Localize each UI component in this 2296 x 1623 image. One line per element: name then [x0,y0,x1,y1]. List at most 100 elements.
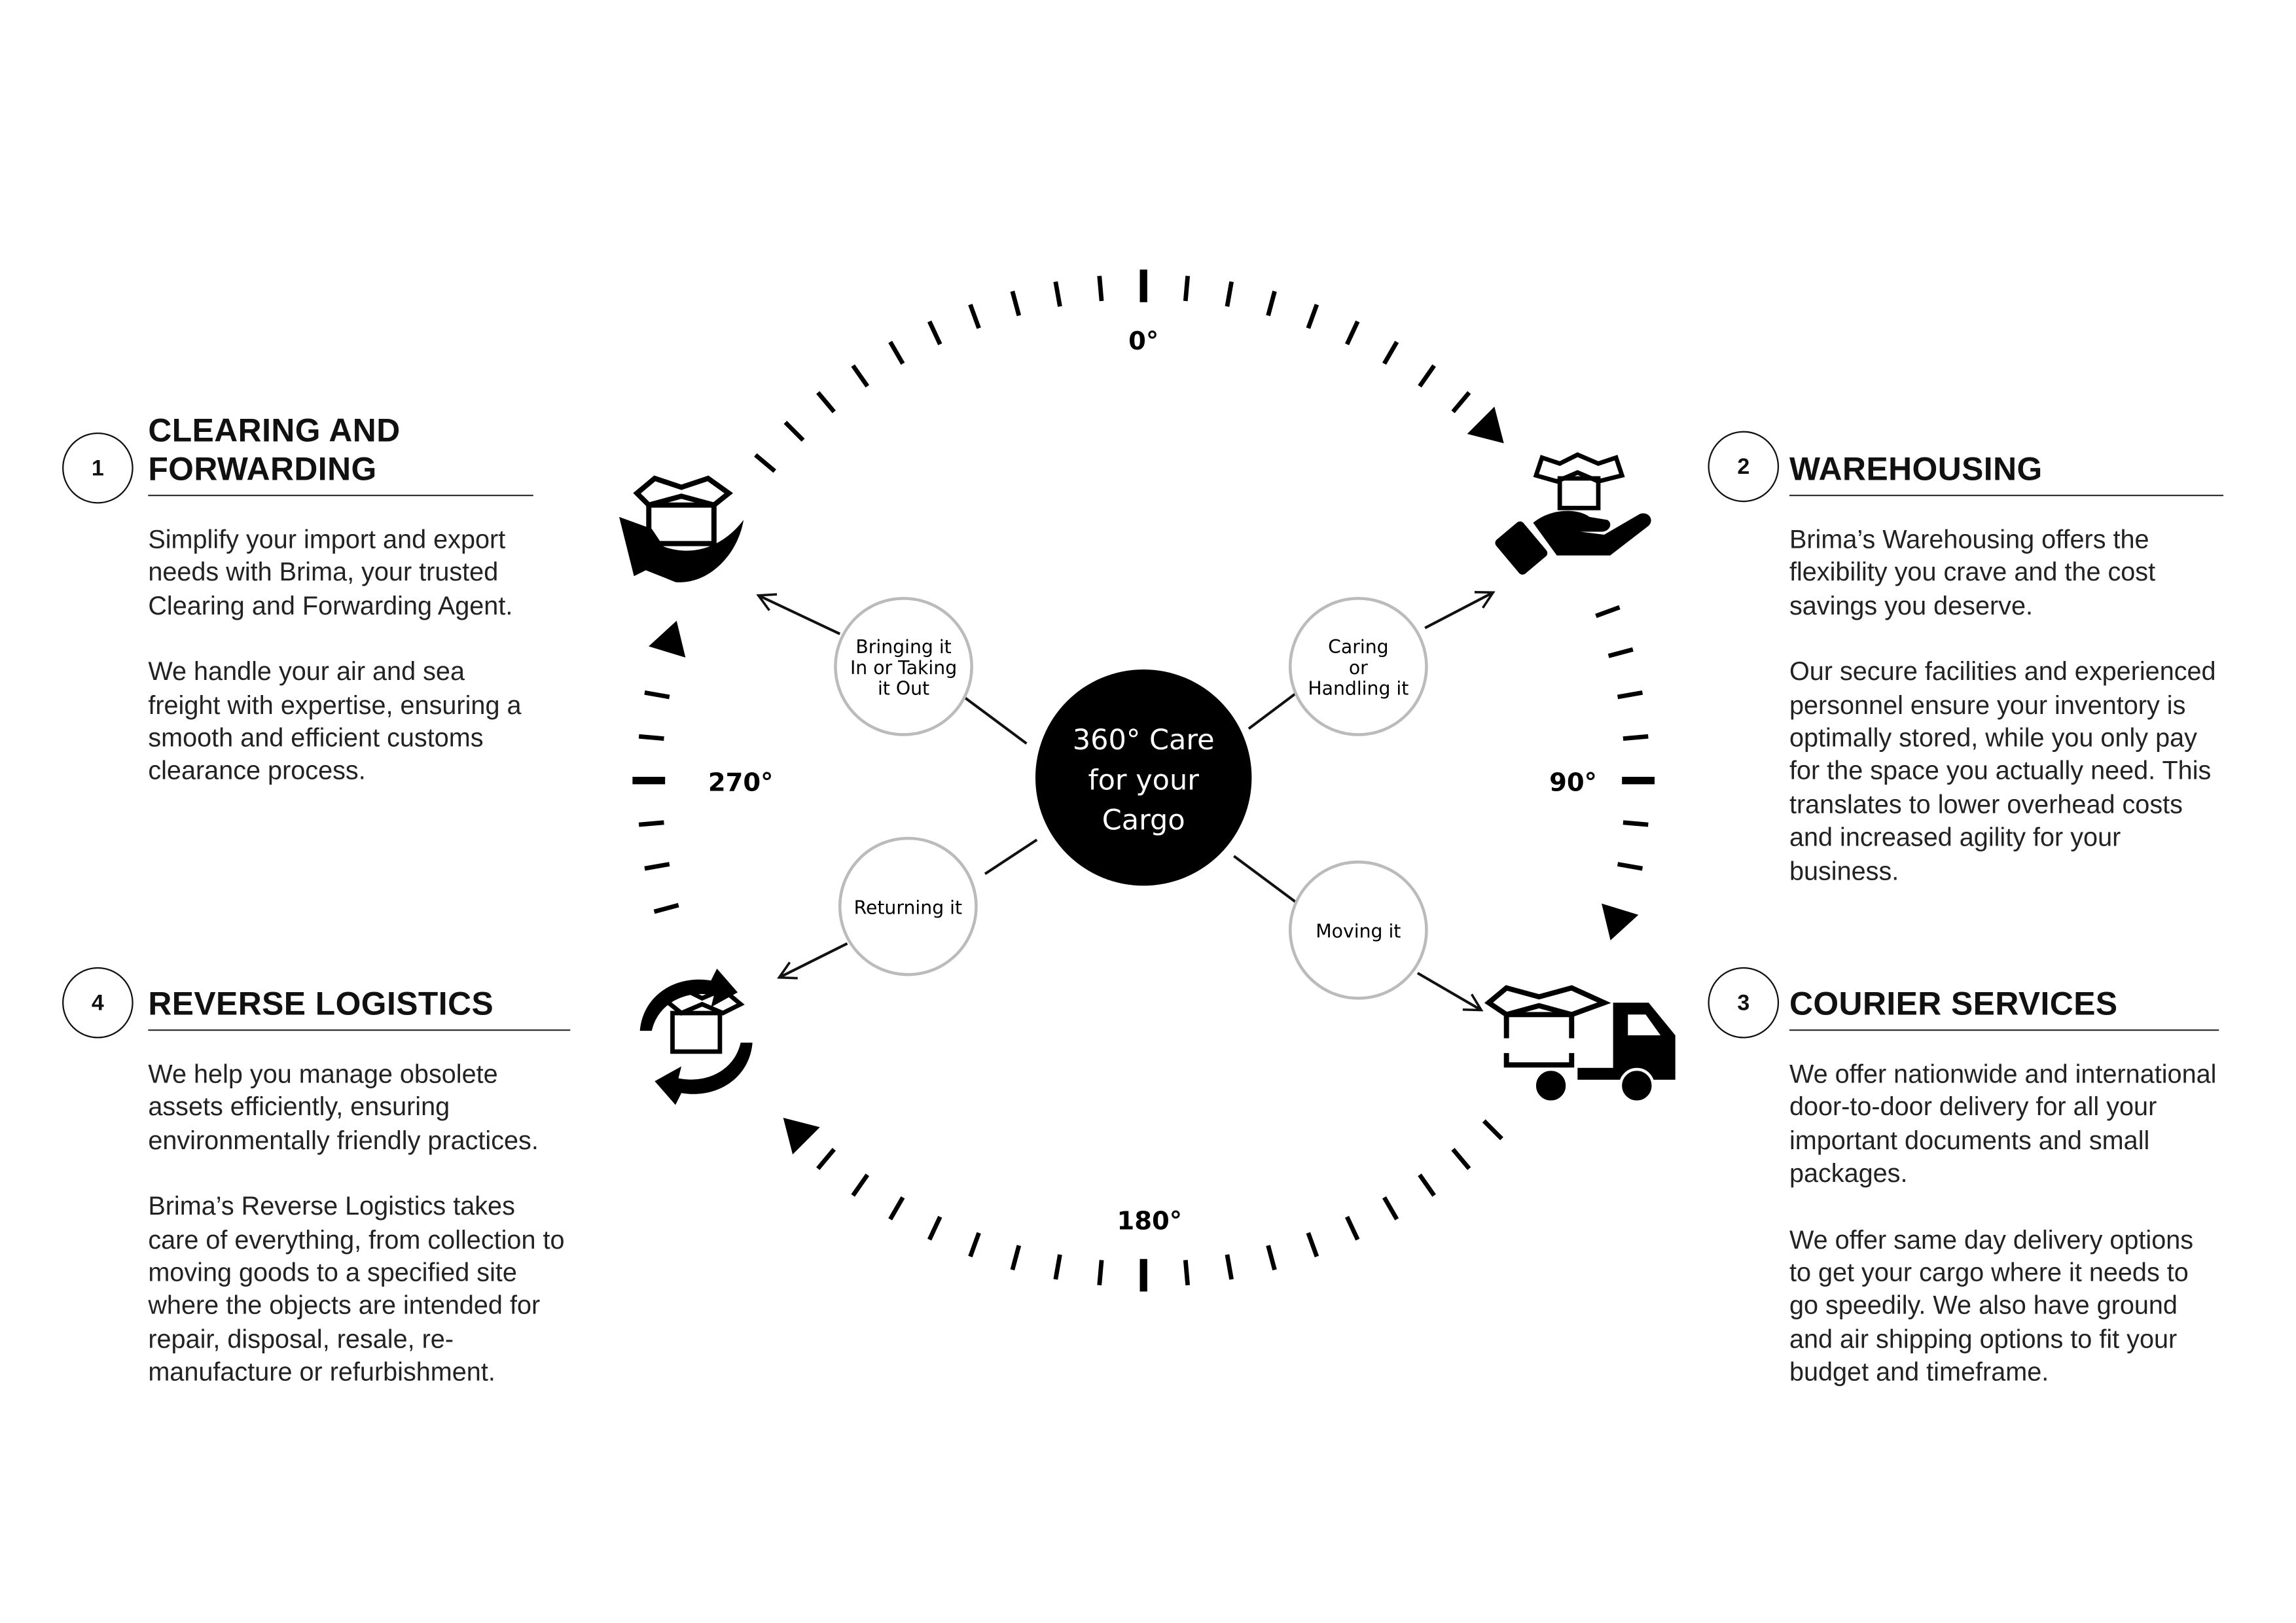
dial-tick [1097,276,1104,302]
node-text: Returning it [854,897,963,918]
dial-tick [1344,1215,1360,1241]
section-paragraph: Brima’s Reverse Logistics takes care of … [148,1191,565,1387]
dial-tick [888,1196,905,1221]
node-moving: Moving it [1288,860,1428,1000]
hand-holding-box-icon [1495,452,1651,575]
center-text-line: Cargo [1102,804,1185,836]
dial-tick [638,820,664,827]
node-text: Handling it [1308,677,1408,699]
node-text: Caring [1328,636,1388,658]
dial-tick [1418,1173,1436,1197]
arrow-to-clearing [756,593,841,635]
dial-tick [1451,391,1471,414]
dial-tick [1306,304,1319,329]
node-text: Moving it [1316,921,1401,942]
dial-tick [1225,281,1234,307]
dial-tick [851,364,870,388]
dial-tick [1010,1245,1022,1271]
dial-tick [1183,276,1191,302]
connector-line [984,838,1038,875]
dial-tick [927,320,942,346]
section-paragraph: We help you manage obsolete assets effic… [148,1059,539,1155]
dial-tick [927,1215,942,1241]
node-text: Bringing it [855,636,951,658]
dial-tick [1482,1119,1503,1141]
dial-tick [1382,1196,1399,1221]
dial-tick [1382,340,1399,365]
section-courier-services: COURIER SERVICES We offer nationwide and… [1789,985,2219,1389]
section-title: REVERSE LOGISTICS [148,985,571,1031]
dial-tick [1053,281,1062,307]
section-paragraph: We offer same day delivery options to ge… [1789,1224,2194,1387]
dial-tick [968,1232,981,1258]
dial-tick [754,453,776,473]
arrow-to-warehousing [1424,590,1496,630]
dial-tick [1623,734,1649,741]
section-reverse-logistics: REVERSE LOGISTICS We help you manage obs… [148,985,571,1389]
dial-tick [1097,1260,1104,1286]
dial-label-180: 180° [1117,1206,1182,1236]
dial-tick [1418,364,1436,388]
dial-direction-arrow-icon [1467,406,1504,444]
dial-direction-arrow-icon [649,620,686,658]
dial-tick [1010,291,1022,317]
dial-tick [851,1173,870,1197]
title-line-2: FORWARDING [148,450,377,488]
section-paragraph: We offer nationwide and international do… [1789,1059,2217,1188]
node-caring: Caring or Handling it [1288,597,1428,736]
dial-tick [783,420,805,442]
dial-tick [968,304,981,329]
section-paragraph: Simplify your import and export needs wi… [148,524,513,620]
dial-label-0: 0° [1128,327,1158,356]
connector-lines [756,590,1496,1012]
section-title: WAREHOUSING [1789,450,2224,497]
return-box-cycle-icon [639,969,753,1105]
connector-line [961,695,1028,745]
node-text: it Out [878,677,929,699]
section-paragraph: Brima’s Warehousing offers the flexibili… [1789,524,2156,620]
node-returning: Returning it [838,836,978,976]
dial-tick [816,391,836,414]
node-text: or [1349,657,1368,679]
step-number-4: 4 [62,967,134,1039]
dial-tick [638,734,664,741]
step-number-2: 2 [1708,431,1780,503]
dial-tick [1183,1260,1191,1286]
dial-tick [1595,605,1621,618]
dial-tick [816,1147,836,1170]
box-exchange-icon [619,475,744,582]
section-paragraph: We handle your air and sea freight with … [148,656,522,786]
dial-label-270: 270° [708,768,774,798]
arrow-to-courier [1416,972,1484,1012]
dial-tick [653,902,679,914]
dial-tick [1225,1254,1234,1280]
step-number-3: 3 [1708,967,1780,1039]
dial-tick [1053,1254,1062,1280]
dial-tick [1266,291,1277,317]
delivery-truck-icon [1484,985,1676,1104]
dial-tick [644,690,670,700]
dial-label-90: 90° [1549,768,1597,798]
dial-tick [1623,820,1649,827]
node-bringing: Bringing it In or Taking it Out [834,597,973,736]
node-text: In or Taking [850,657,957,679]
arrow-to-reverse-logistics [777,942,848,980]
step-number-1: 1 [62,432,134,504]
dial-tick [888,340,905,365]
center-text-line: for your [1088,764,1199,796]
dial-tick [1266,1245,1277,1271]
dial-tick [1617,690,1643,700]
title-line-1: CLEARING AND [148,412,401,449]
dial-tick [1607,647,1634,658]
dial-direction-arrow-icon [1602,903,1639,940]
dial-tick [1617,862,1643,871]
connector-line [1247,692,1297,730]
section-title: COURIER SERVICES [1789,985,2219,1031]
section-warehousing: WAREHOUSING Brima’s Warehousing offers t… [1789,450,2224,887]
center-circle [1035,669,1252,886]
dial-tick [1306,1232,1319,1258]
connector-line [1233,855,1299,905]
